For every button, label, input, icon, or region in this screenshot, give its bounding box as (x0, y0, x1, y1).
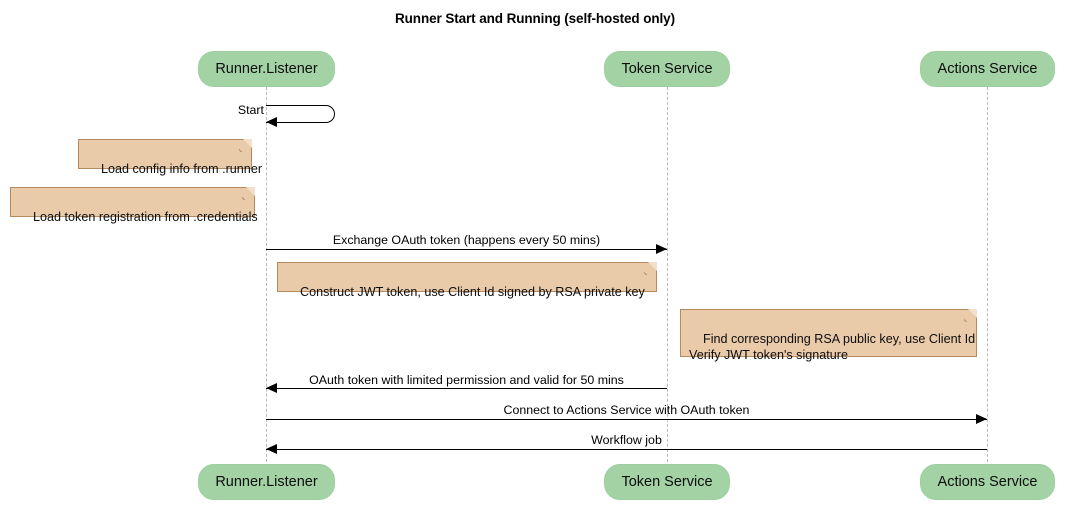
self-message-start-arrowhead (266, 117, 277, 127)
message-arrowhead-exchange-oauth (656, 244, 667, 254)
lifeline-actions (987, 87, 988, 462)
participant-token-service-bottom[interactable]: Token Service (604, 464, 730, 500)
note-fold-edge-icon (239, 139, 252, 152)
lifeline-token (667, 87, 668, 462)
note-load-credentials: Load token registration from .credential… (10, 187, 258, 224)
page-title: Runner Start and Running (self-hosted on… (395, 11, 675, 26)
message-label-exchange-oauth: Exchange OAuth token (happens every 50 m… (332, 233, 601, 247)
participant-runner-listener-bottom[interactable]: Runner.Listener (198, 464, 335, 500)
note-verify-jwt: Find corresponding RSA public key, use C… (680, 309, 977, 362)
message-line-workflow-job (266, 449, 987, 450)
note-load-config: Load config info from .runner (78, 139, 262, 176)
note-construct-jwt: Construct JWT token, use Client Id signe… (277, 262, 657, 299)
note-fold-edge-icon (242, 187, 255, 200)
note-load-config-text: Load config info from .runner (101, 162, 263, 176)
message-label-start: Start (237, 103, 264, 117)
lifeline-runner (266, 87, 267, 462)
participant-actions-service-bottom[interactable]: Actions Service (920, 464, 1055, 500)
message-label-workflow-job: Workflow job (591, 433, 662, 447)
note-fold-edge-icon (644, 262, 657, 275)
note-verify-jwt-text: Find corresponding RSA public key, use C… (689, 332, 976, 362)
participant-actions-service-top[interactable]: Actions Service (920, 51, 1055, 87)
message-label-connect-actions: Connect to Actions Service with OAuth to… (503, 403, 750, 417)
self-message-start-loop (266, 105, 335, 123)
note-fold-edge-icon (964, 309, 977, 322)
participant-runner-listener-top[interactable]: Runner.Listener (198, 51, 335, 87)
message-arrowhead-workflow-job (266, 444, 277, 454)
message-label-oauth-return: OAuth token with limited permission and … (309, 373, 624, 387)
message-arrowhead-oauth-return (266, 383, 277, 393)
message-line-exchange-oauth (266, 249, 667, 250)
message-line-oauth-return (266, 388, 667, 389)
note-load-credentials-text: Load token registration from .credential… (33, 210, 258, 224)
message-arrowhead-connect-actions (976, 414, 987, 424)
note-construct-jwt-text: Construct JWT token, use Client Id signe… (300, 285, 645, 299)
participant-token-service-top[interactable]: Token Service (604, 51, 730, 87)
message-line-connect-actions (266, 419, 987, 420)
